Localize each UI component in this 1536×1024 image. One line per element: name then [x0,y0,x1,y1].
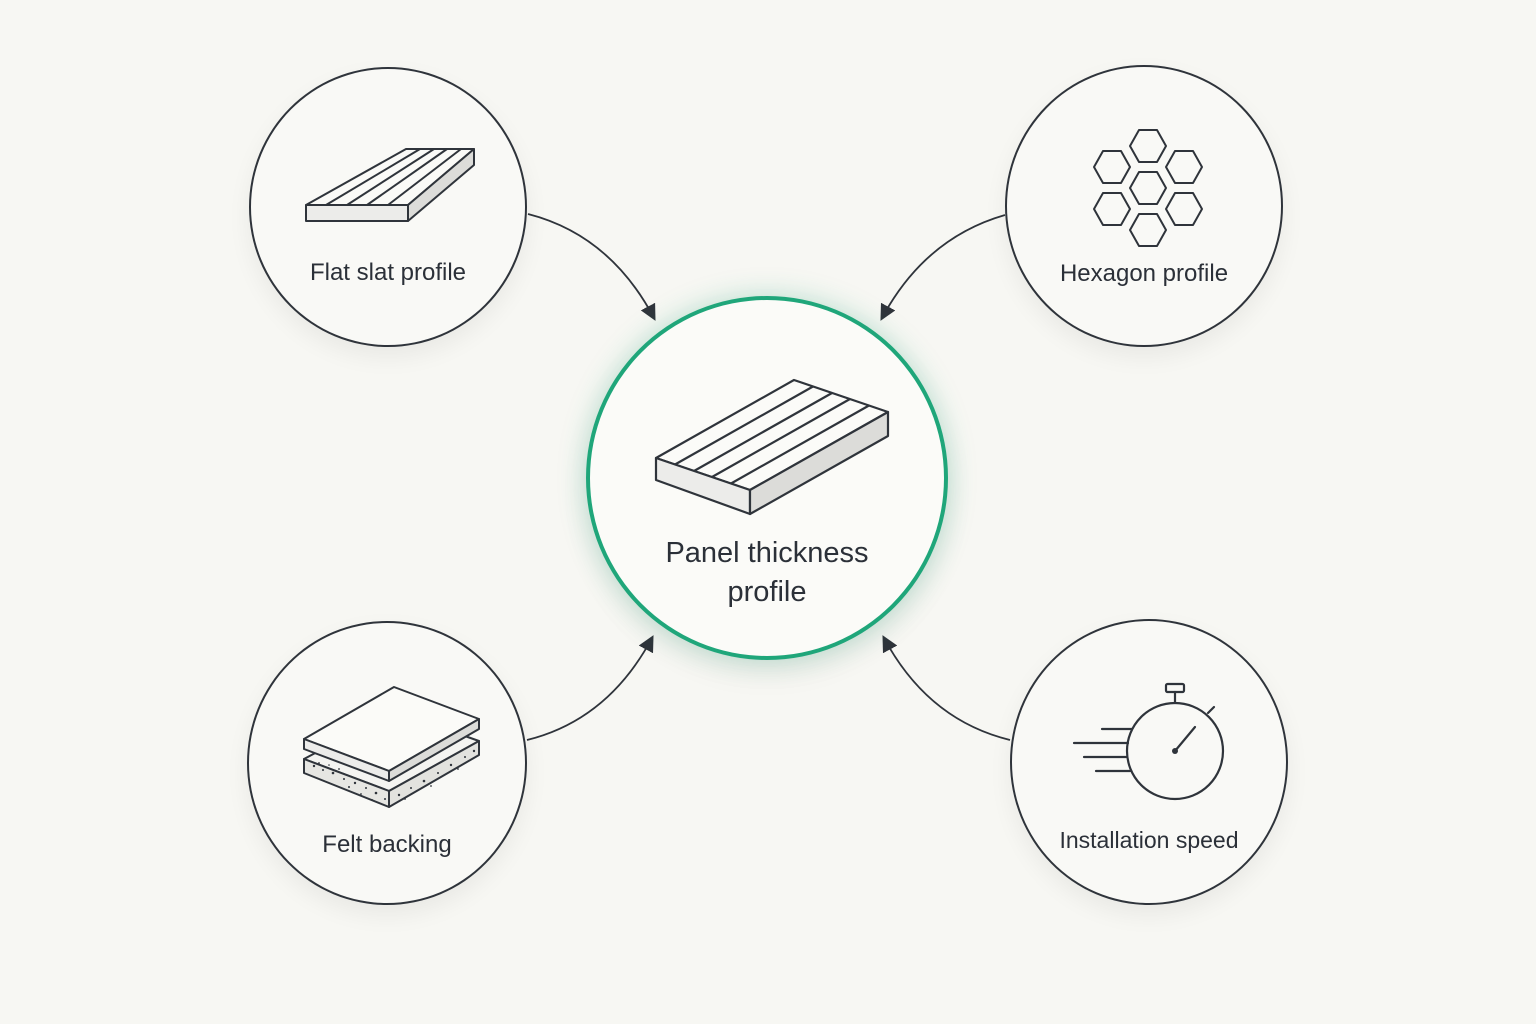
speed-label: Installation speed [1059,827,1239,853]
node-installation-speed: Installation speed [1010,619,1288,905]
felt-texture [312,749,476,801]
edge-speed-to-center [882,635,1011,741]
flat-slat-panel-icon [305,148,475,222]
felt-layers-icon [303,686,480,808]
node-flat-slat-profile: Flat slat profile [249,67,527,347]
node-hexagon-profile: Hexagon profile [1005,65,1283,347]
flat-slat-label: Flat slat profile [309,259,467,286]
edge-felt-to-center [526,635,654,741]
stopwatch-icon [1072,682,1225,801]
slatted-panel-icon [654,378,890,516]
center-label: Panel thickness profile [665,537,869,608]
node-felt-backing: Felt backing [247,621,527,905]
edge-flat-to-center [527,213,656,321]
edge-hex-to-center [880,214,1006,321]
felt-label: Felt backing [322,831,452,858]
hexagon-label: Hexagon profile [1059,260,1229,287]
center-node: Panel thickness profile [586,296,948,660]
hexagon-grid-icon [1093,129,1203,247]
